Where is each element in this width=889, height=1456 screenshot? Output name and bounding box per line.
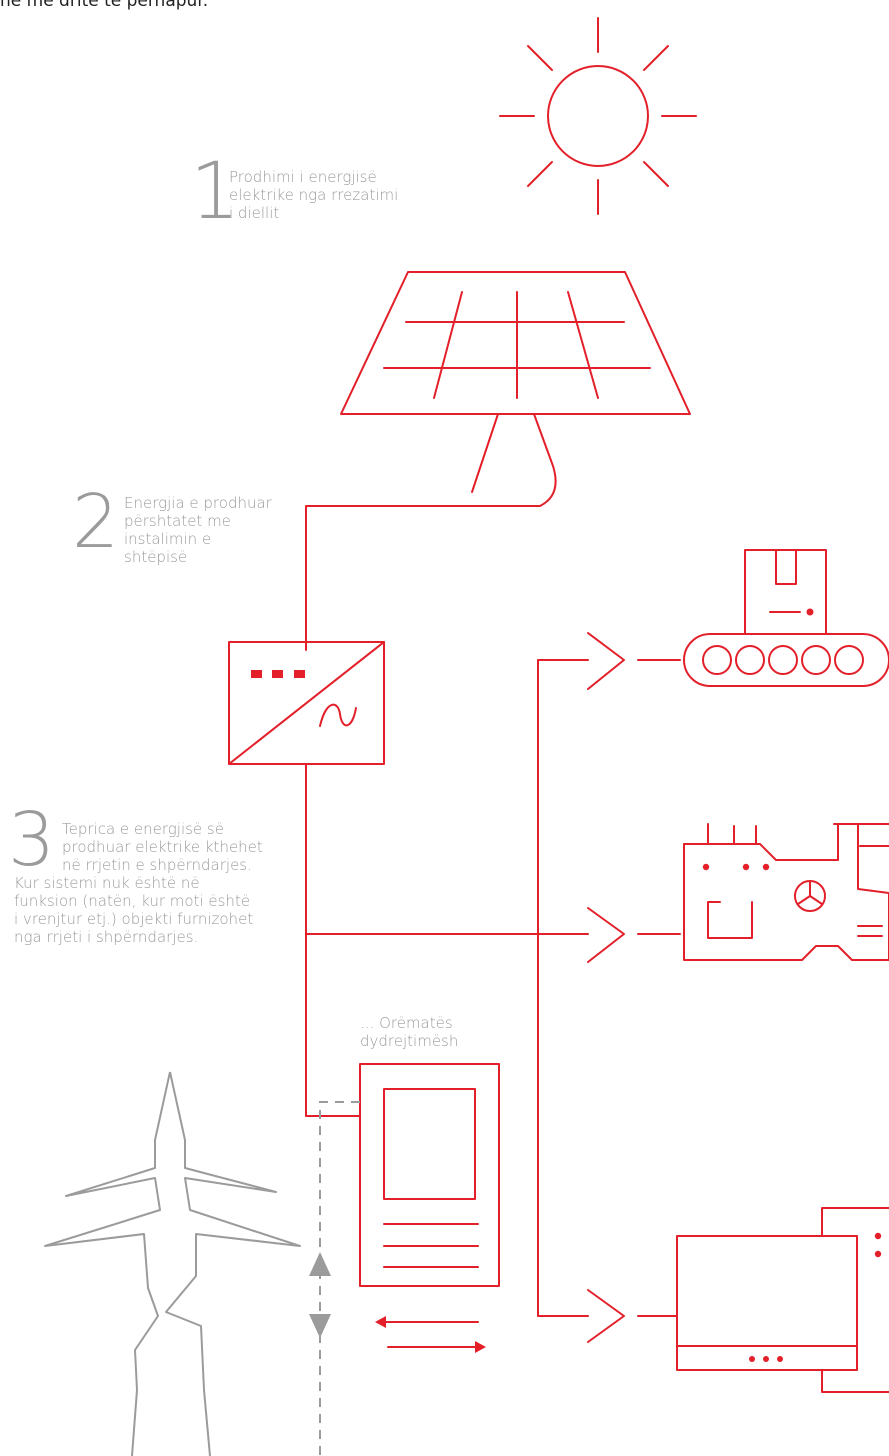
machine-icon: [683, 823, 889, 961]
solar-panel-icon: [305, 271, 691, 651]
intro-fragment: ne me dritë të përhapur.: [0, 0, 209, 11]
step-3-number: 3: [8, 797, 56, 883]
arrow-icon: [587, 907, 625, 963]
step-1-text: Prodhimi i energjisë elektrike nga rreza…: [229, 168, 399, 222]
step-3-text-top: Teprica e energjisë së prodhuar elektrik…: [62, 820, 263, 874]
step-1-number: 1: [190, 147, 240, 237]
inverter-icon: [228, 641, 385, 765]
meter-icon: [359, 1063, 500, 1348]
step-2-text: Energjia e prodhuar përshtatet me instal…: [124, 494, 272, 566]
arrow-icon: [587, 632, 625, 690]
step-3-text-bottom: Kur sistemi nuk është në funksion (natën…: [14, 874, 254, 946]
conveyor-icon: [683, 549, 889, 687]
step-2-number: 2: [72, 479, 120, 565]
arrow-icon: [587, 1289, 625, 1343]
meter-label: ... Orëmatës dydrejtimësh: [360, 1014, 459, 1050]
power-pylon-icon: [44, 1071, 301, 1456]
monitor-icon: [676, 1207, 889, 1393]
sun-icon: [499, 17, 697, 215]
